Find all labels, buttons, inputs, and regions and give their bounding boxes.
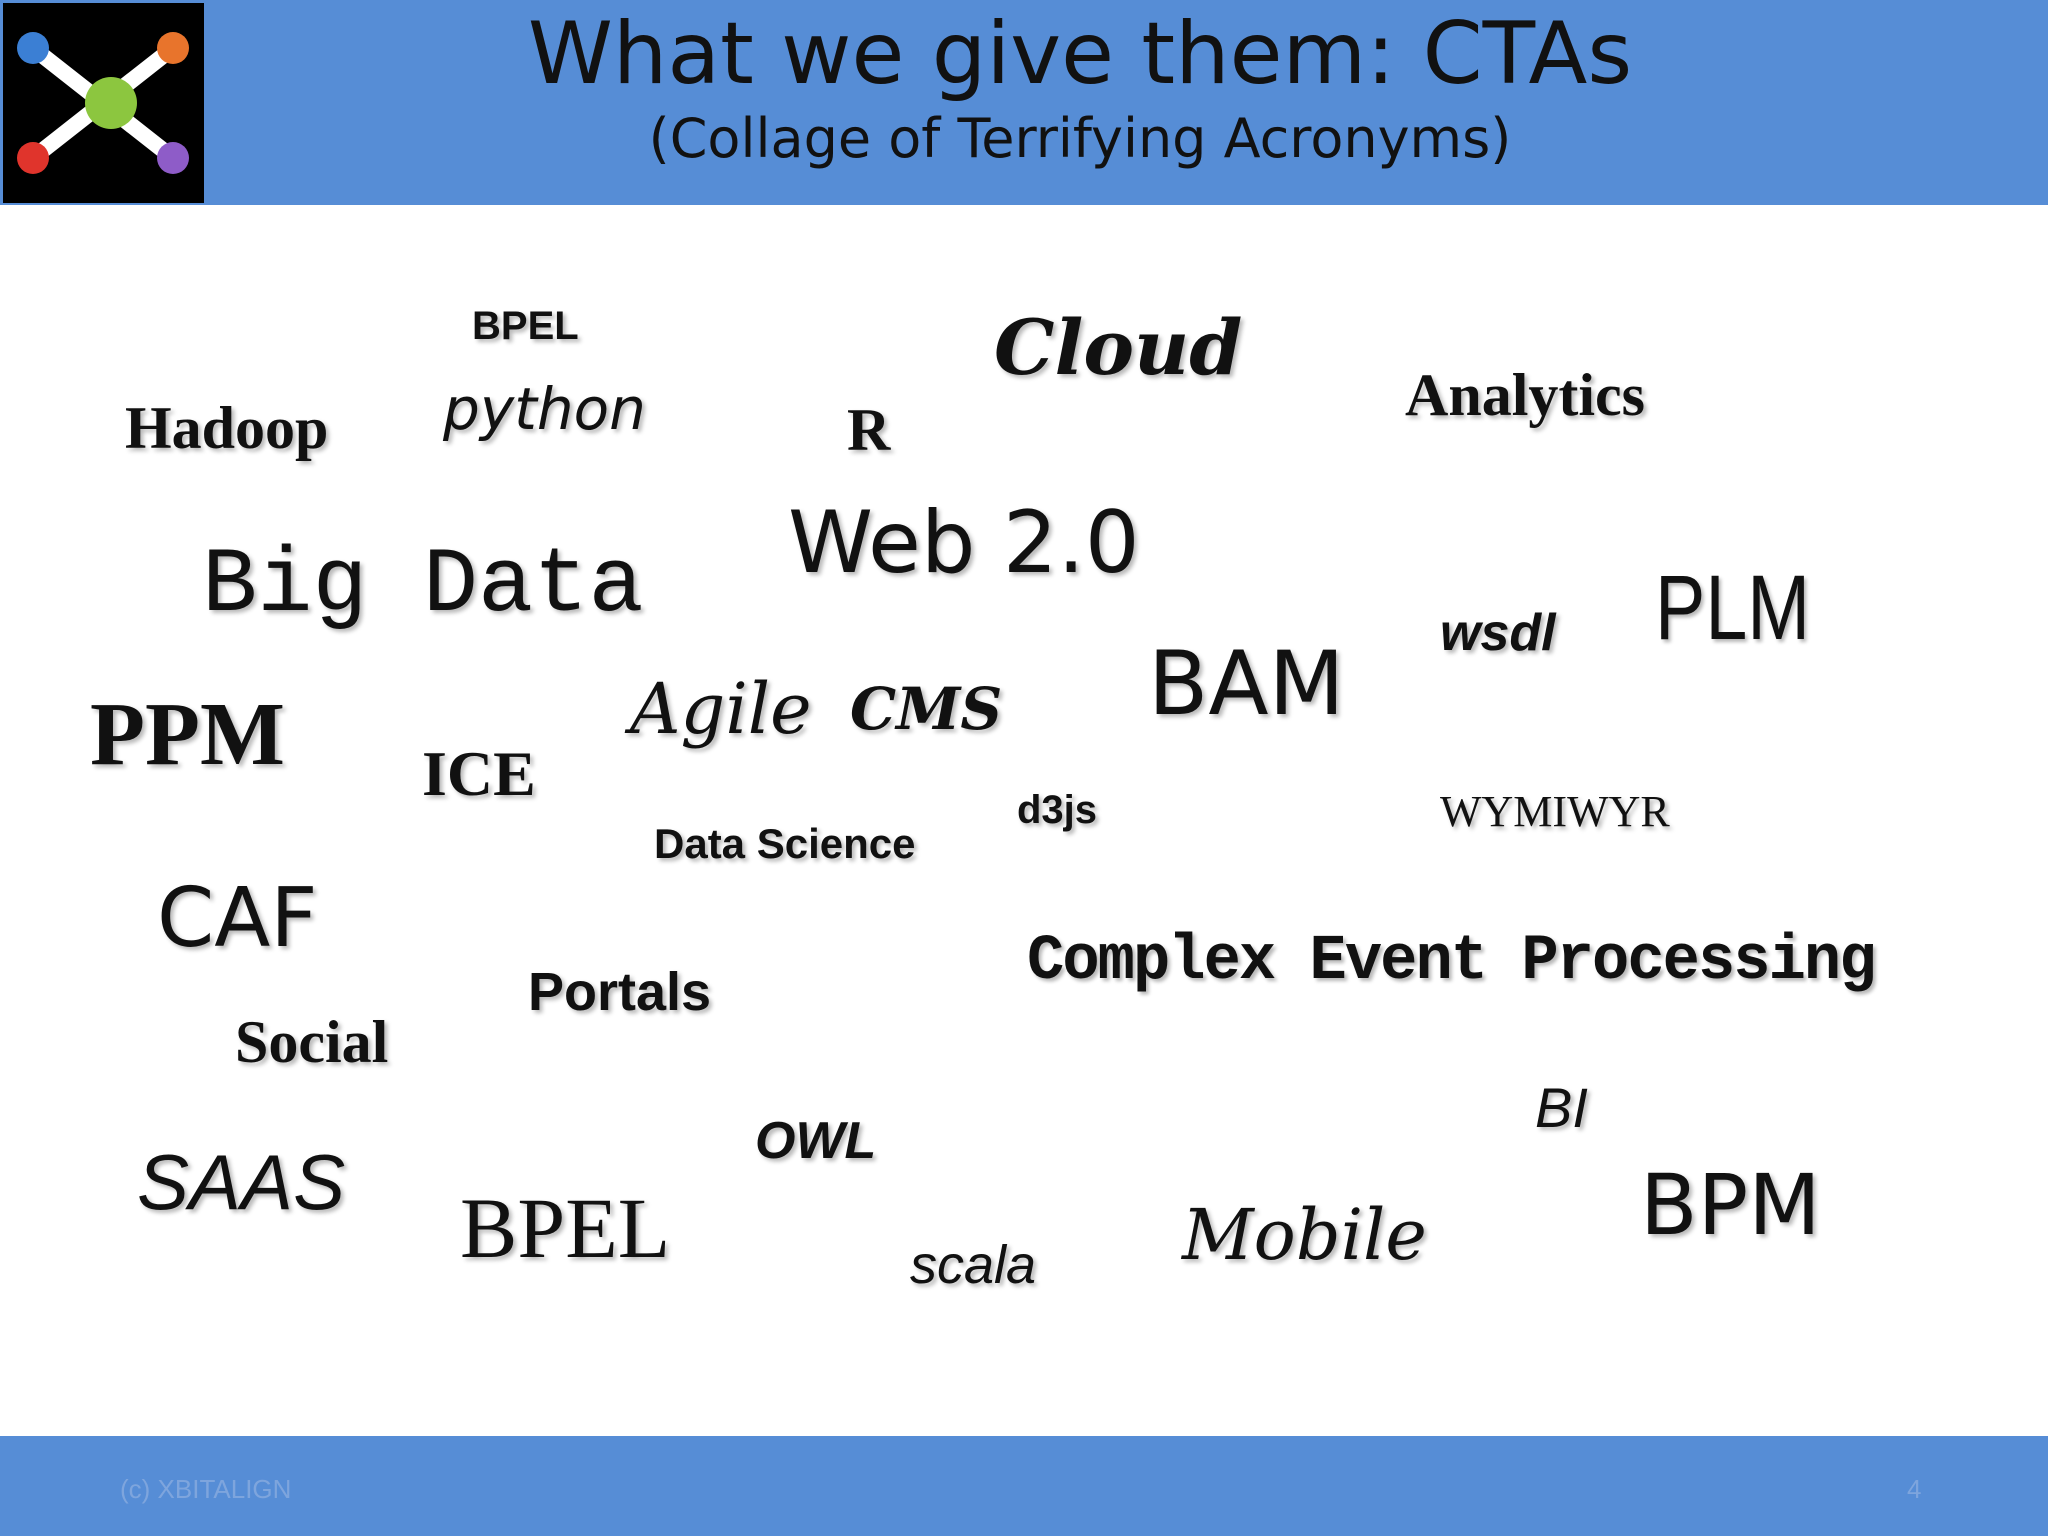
term-mobile: Mobile [1182,1194,1427,1276]
term-plm: PLM [1655,557,1811,659]
term-d3js: d3js [1017,788,1098,832]
term-analytics: Analytics [1405,362,1645,428]
term-bi: BI [1535,1076,1588,1139]
term-complex-event-processing: Complex Event Processing [1027,926,1876,998]
logo [3,3,204,203]
slide-title: What we give them: CTAs [527,4,1633,104]
term-web-2-0: Web 2.0 [788,493,1140,593]
term-bpel-small: BPEL [472,304,579,348]
term-cms: CMS [850,675,1003,743]
term-data-science: Data Science [654,820,916,867]
term-owl: OWL [755,1112,877,1170]
header-bar [0,0,2048,205]
term-ppm: PPM [90,685,285,784]
term-portals: Portals [528,962,712,1022]
term-hadoop: Hadoop [125,395,329,461]
term-bam: BAM [1148,632,1345,735]
page-number: 4 [1907,1474,1922,1504]
term-wymiwyr: WYMIWYR [1440,787,1670,836]
term-social: Social [235,1009,389,1075]
term-saas: SAAS [137,1138,346,1226]
term-big-data: Big Data [202,533,644,638]
term-cloud: Cloud [994,303,1243,392]
term-python: python [443,375,646,443]
footer-copyright: (c) XBITALIGN [120,1474,292,1504]
term-scala: scala [910,1235,1037,1295]
term-agile: Agile [630,668,812,750]
slide-subtitle: (Collage of Terrifying Acronyms) [648,107,1512,170]
x-network-logo-icon [17,32,189,174]
term-wsdl: wsdl [1440,604,1556,662]
footer-bar [0,1436,2048,1536]
term-r: R [847,397,891,463]
term-bpel-large: BPEL [460,1180,671,1276]
term-caf: CAF [157,871,318,966]
term-ice: ICE [422,738,536,809]
term-bpm: BPM [1640,1156,1821,1254]
